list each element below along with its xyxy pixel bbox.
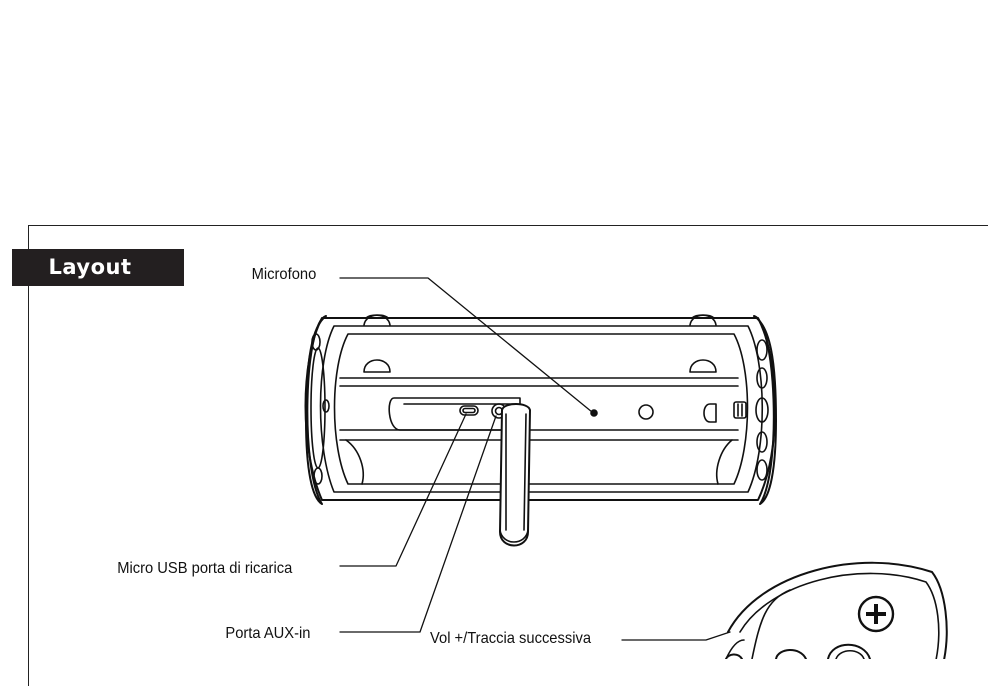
label-usb-port: Micro USB porta di ricarica bbox=[117, 560, 293, 577]
microphone-hole bbox=[590, 409, 598, 417]
port-cover-flap bbox=[499, 403, 531, 547]
diagram-frame bbox=[28, 225, 988, 686]
plus-button-ring bbox=[857, 595, 895, 633]
plus-icon bbox=[866, 604, 886, 624]
right-end-cap bbox=[733, 315, 777, 505]
label-vol-next: Vol +/Traccia successiva bbox=[430, 630, 592, 647]
section-header: Layout bbox=[12, 249, 184, 286]
port-panel bbox=[388, 397, 717, 431]
left-end-cap bbox=[305, 315, 330, 505]
leader-lines bbox=[339, 277, 731, 641]
feet bbox=[363, 314, 717, 373]
plus-button[interactable] bbox=[857, 595, 895, 633]
speaker-diagram bbox=[304, 277, 948, 659]
label-aux-port: Porta AUX-in bbox=[225, 625, 311, 642]
label-microphone: Microfono bbox=[251, 266, 317, 283]
micro-usb-port bbox=[459, 405, 479, 416]
control-panel-view bbox=[725, 561, 948, 659]
section-title: Layout bbox=[48, 254, 132, 279]
